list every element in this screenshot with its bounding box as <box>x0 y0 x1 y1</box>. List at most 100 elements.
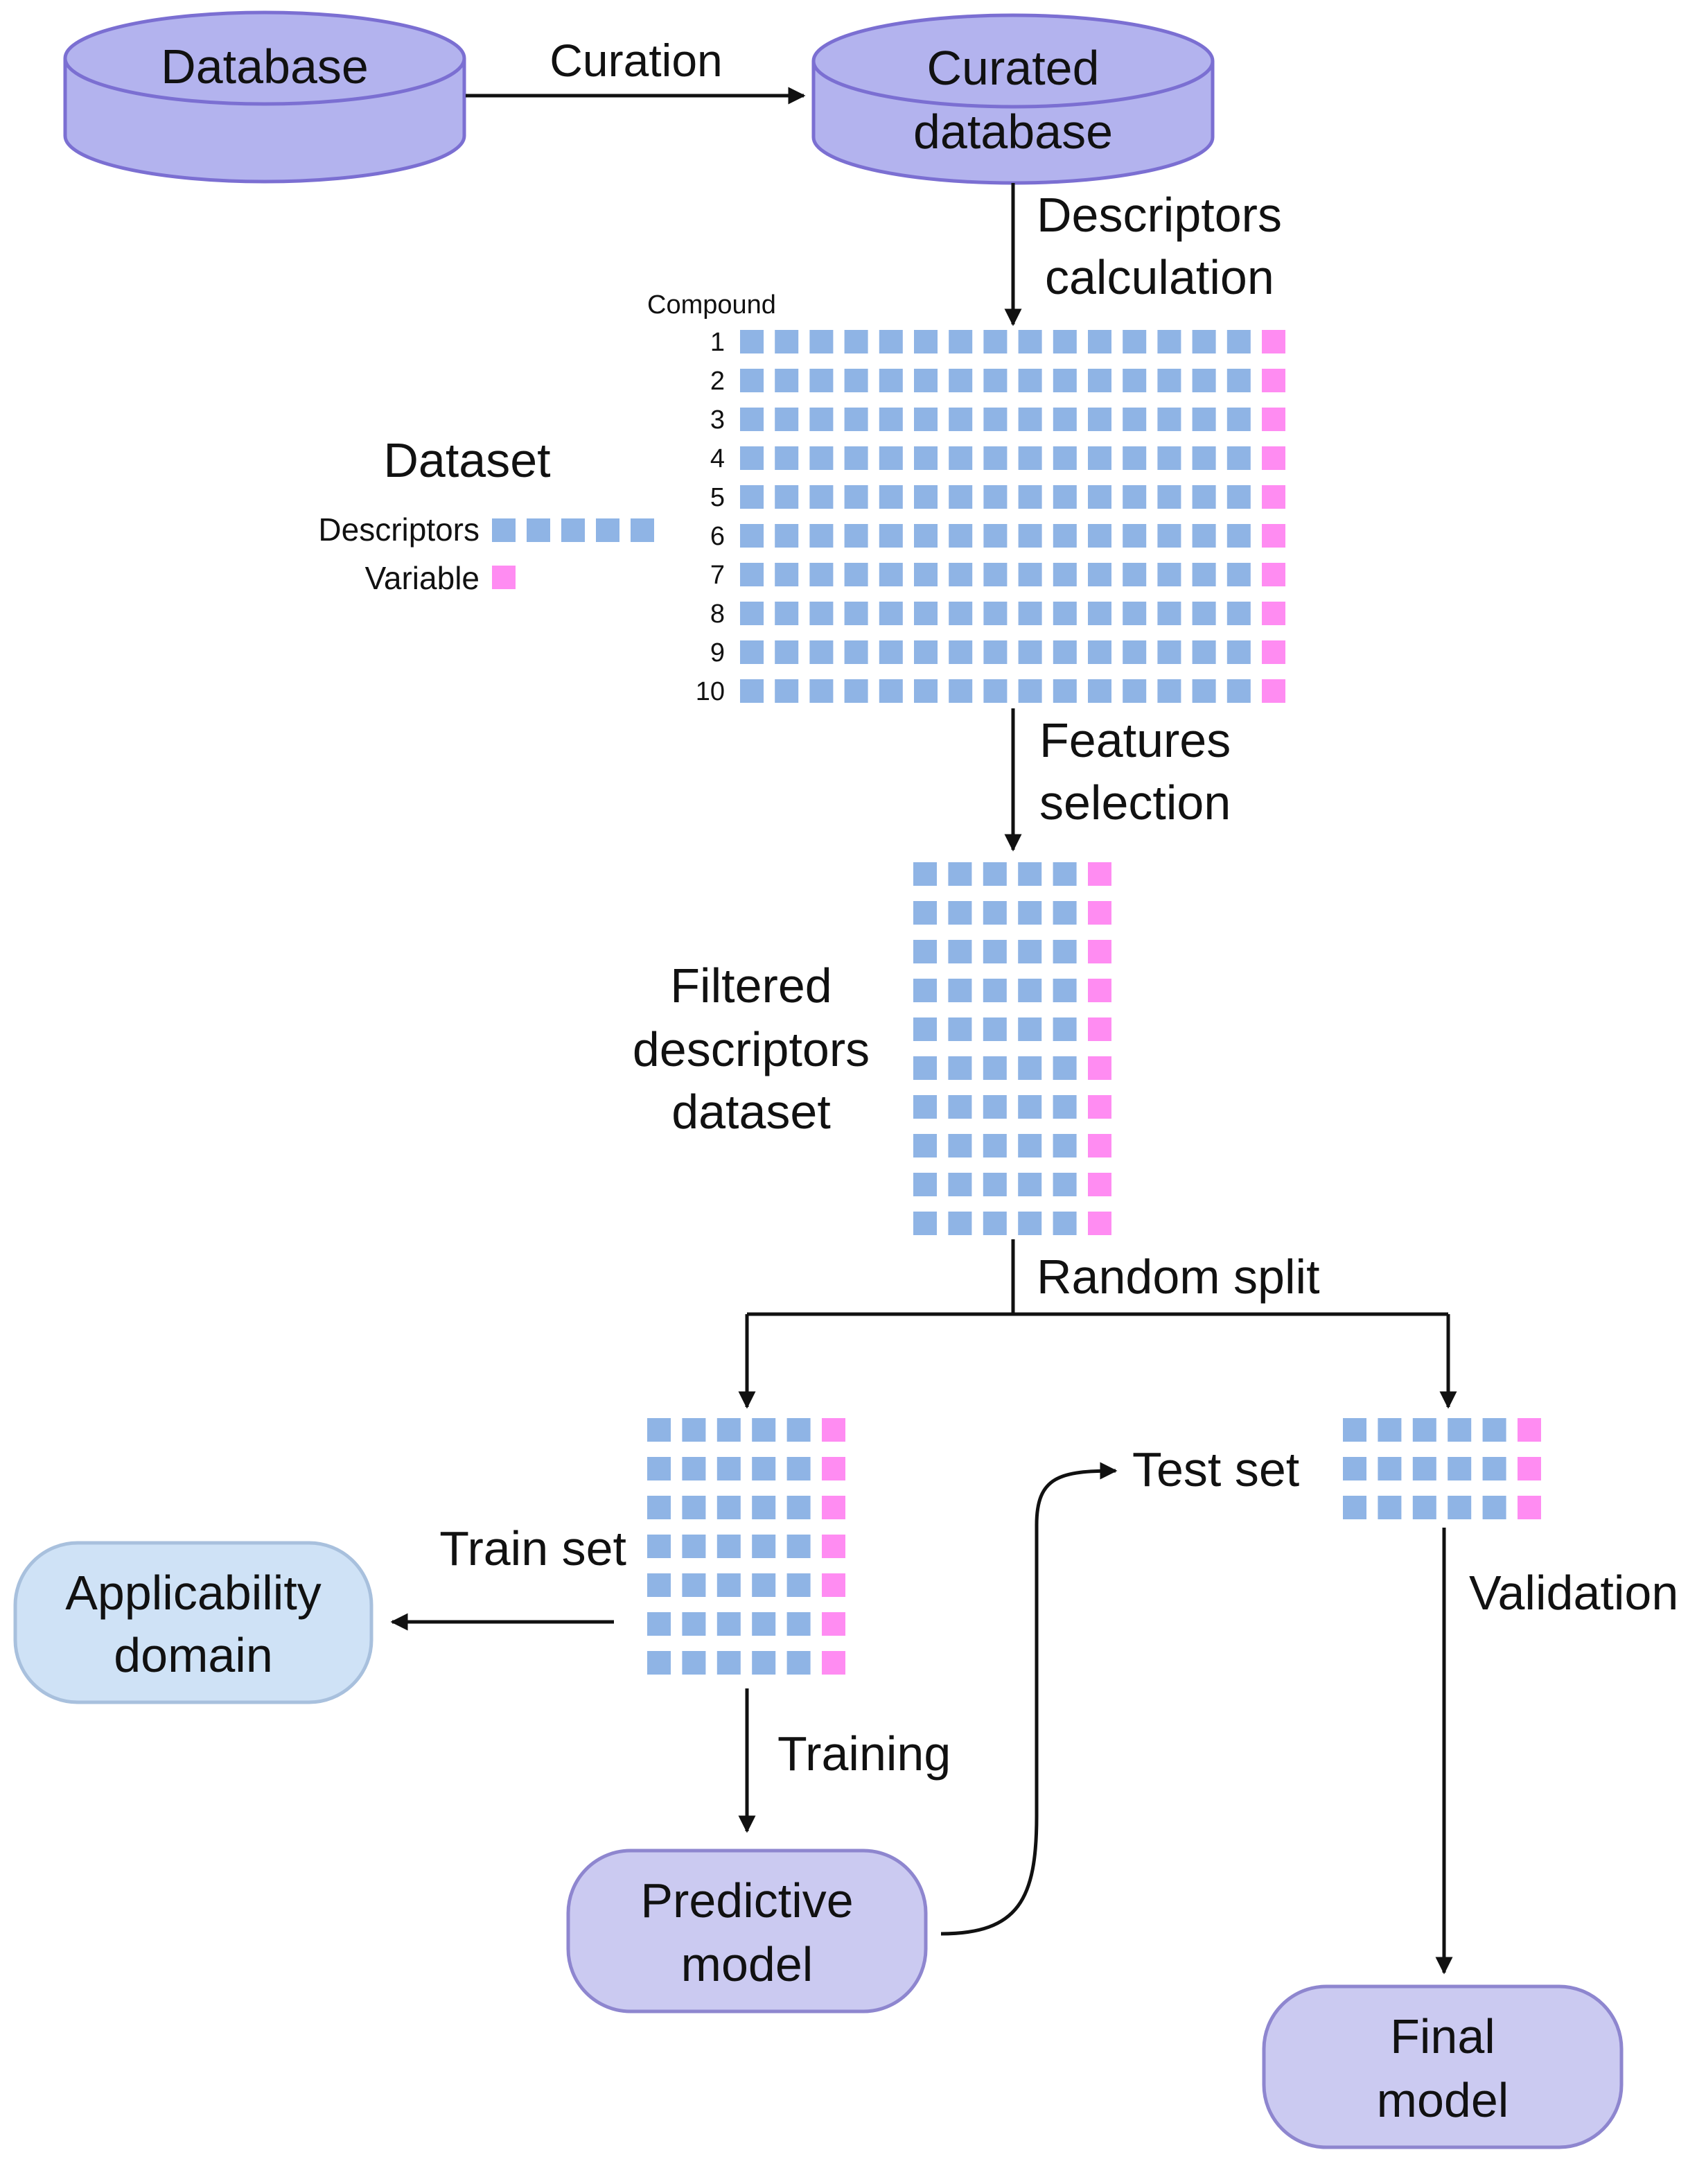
filtered-descriptor-cell <box>983 940 1007 963</box>
dataset-descriptor-cell <box>1226 640 1251 664</box>
dataset-descriptor-cell <box>809 524 834 548</box>
dataset-descriptor-cell <box>809 563 834 586</box>
train-set-variable-cell <box>822 1573 845 1597</box>
dataset-descriptor-cell <box>1088 679 1111 703</box>
dataset-descriptor-cell <box>1088 369 1111 392</box>
applicability-domain-node: Applicability domain <box>13 1541 373 1704</box>
filtered-descriptor-cell <box>1018 979 1042 1002</box>
dataset-descriptor-cell <box>949 640 973 664</box>
filtered-descriptor-cell <box>913 1017 937 1041</box>
train-set-variable-cell <box>822 1612 845 1636</box>
dataset-descriptor-cell <box>1226 602 1251 625</box>
dataset-descriptor-cell <box>1192 524 1216 548</box>
dataset-descriptor-cell <box>1088 330 1111 353</box>
train-set-descriptor-cell <box>752 1612 776 1636</box>
dataset-descriptor-cell <box>949 679 973 703</box>
dataset-descriptor-cell <box>740 602 764 625</box>
filtered-descriptor-cell <box>1053 940 1077 963</box>
dataset-descriptor-cell <box>1123 408 1147 431</box>
train-set-descriptor-cell <box>647 1418 671 1442</box>
dataset-descriptor-cell <box>914 679 938 703</box>
filtered-descriptor-cell <box>913 901 937 925</box>
dataset-variable-cell <box>1262 524 1285 548</box>
compound-row-label: 10 <box>696 677 725 706</box>
curated-database-label-line2: database <box>913 105 1113 159</box>
train-set-descriptor-cell <box>752 1457 776 1480</box>
dataset-descriptor-cell <box>844 408 868 431</box>
dataset-matrix <box>740 330 1285 703</box>
dataset-descriptor-cell <box>1157 446 1181 470</box>
filtered-descriptor-cell <box>948 1173 972 1196</box>
train-set-descriptor-cell <box>716 1651 741 1675</box>
dataset-descriptor-cell <box>1157 408 1181 431</box>
filtered-label-line1: Filtered <box>670 959 832 1013</box>
descriptors-calculation-label-line2: calculation <box>1045 250 1274 304</box>
filtered-descriptor-cell <box>913 862 937 886</box>
predictive-model-label-line2: model <box>681 1937 814 1991</box>
dataset-descriptor-cell <box>949 602 973 625</box>
dataset-variable-cell <box>1262 446 1285 470</box>
test-set-variable-cell <box>1518 1496 1541 1519</box>
train-set-descriptor-cell <box>716 1535 741 1558</box>
dataset-descriptor-cell <box>949 524 973 548</box>
train-set-descriptor-cell <box>752 1651 776 1675</box>
compound-row-label: 1 <box>710 328 725 357</box>
test-set-descriptor-cell <box>1343 1418 1366 1442</box>
test-set-descriptor-cell <box>1482 1496 1506 1519</box>
dataset-descriptor-cell <box>1053 602 1077 625</box>
filtered-descriptor-cell <box>983 901 1007 925</box>
database-node: Database <box>63 10 466 184</box>
dataset-title: Dataset <box>383 433 550 487</box>
filtered-label-line2: descriptors <box>633 1022 870 1076</box>
dataset-descriptor-cell <box>1053 446 1077 470</box>
dataset-descriptor-cell <box>1192 369 1216 392</box>
dataset-descriptor-cell <box>1088 640 1111 664</box>
train-set-descriptor-cell <box>716 1612 741 1636</box>
model-to-test-set-arrow <box>940 1462 1118 1936</box>
final-model-label-line2: model <box>1377 2073 1509 2127</box>
train-set-descriptor-cell <box>647 1457 671 1480</box>
filtered-descriptor-cell <box>913 940 937 963</box>
dataset-descriptor-cell <box>914 485 938 509</box>
dataset-descriptor-cell <box>879 640 903 664</box>
dataset-descriptor-cell <box>1123 485 1147 509</box>
dataset-descriptor-cell <box>879 524 903 548</box>
filtered-descriptor-cell <box>1053 1212 1077 1235</box>
compound-row-label: 4 <box>710 444 725 473</box>
training-label: Training <box>777 1727 951 1781</box>
legend-descriptors-swatches <box>492 518 654 542</box>
filtered-descriptor-cell <box>983 862 1007 886</box>
dataset-descriptor-cell <box>1157 524 1181 548</box>
dataset-variable-cell <box>1262 640 1285 664</box>
filtered-variable-cell <box>1088 862 1111 886</box>
dataset-descriptor-cell <box>914 369 938 392</box>
dataset-descriptor-cell <box>1123 446 1147 470</box>
dataset-descriptor-cell <box>809 330 834 353</box>
dataset-descriptor-cell <box>740 524 764 548</box>
dataset-descriptor-cell <box>1226 563 1251 586</box>
filtered-descriptor-cell <box>983 1095 1007 1119</box>
dataset-descriptor-cell <box>1018 369 1042 392</box>
filtered-descriptor-cell <box>948 940 972 963</box>
dataset-descriptor-cell <box>1053 640 1077 664</box>
dataset-descriptor-cell <box>1123 640 1147 664</box>
filtered-variable-cell <box>1088 1212 1111 1235</box>
dataset-descriptor-cell <box>949 446 973 470</box>
dataset-descriptor-cell <box>809 446 834 470</box>
test-set-descriptor-cell <box>1482 1457 1506 1480</box>
dataset-descriptor-cell <box>1088 408 1111 431</box>
train-set-descriptor-cell <box>752 1418 776 1442</box>
test-set-descriptor-cell <box>1378 1496 1402 1519</box>
filtered-variable-cell <box>1088 1134 1111 1157</box>
filtered-descriptor-cell <box>983 1017 1007 1041</box>
legend-descriptor-swatch <box>492 518 516 542</box>
test-set-variable-cell <box>1518 1457 1541 1480</box>
dataset-descriptor-cell <box>775 408 799 431</box>
test-set-descriptor-cell <box>1412 1457 1436 1480</box>
legend-descriptors-label: Descriptors <box>318 512 480 548</box>
dataset-descriptor-cell <box>1053 679 1077 703</box>
curated-database-label-line1: Curated <box>926 41 1099 95</box>
dataset-descriptor-cell <box>1123 369 1147 392</box>
dataset-descriptor-cell <box>844 679 868 703</box>
dataset-descriptor-cell <box>1226 408 1251 431</box>
